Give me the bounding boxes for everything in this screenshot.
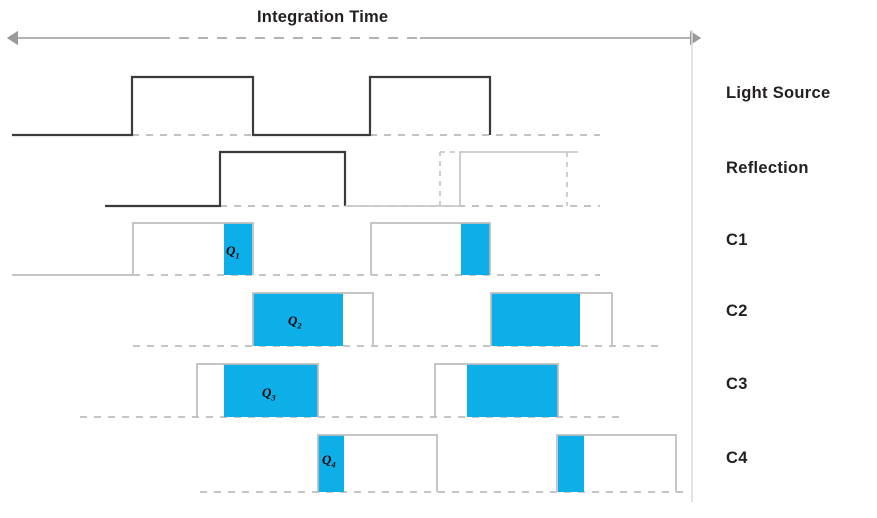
row-label-c2: C2 (726, 302, 748, 320)
charge-fill-q4b (558, 435, 584, 492)
waveform-c3 (80, 363, 620, 418)
row-label-c3: C3 (726, 375, 748, 393)
waveform-c4 (200, 434, 690, 493)
row-label-reflection: Reflection (726, 159, 809, 177)
waveform-light-source (12, 75, 600, 137)
page-title: Integration Time (257, 8, 389, 26)
row-label-c4: C4 (726, 449, 748, 467)
waveform-c1 (12, 222, 600, 276)
charge-fill-q1b (461, 223, 490, 275)
charge-fill-q4a (318, 435, 344, 492)
row-label-c1: C1 (726, 231, 748, 249)
row-label-light-source: Light Source (726, 84, 831, 102)
charge-fill-q2b (491, 293, 580, 346)
waveform-reflection (105, 150, 600, 208)
charge-fill-q3a (224, 364, 318, 417)
waveform-c2 (133, 292, 660, 347)
charge-fill-q1a (224, 223, 252, 275)
charge-fill-q2a (253, 293, 343, 346)
charge-fill-q3b (467, 364, 558, 417)
